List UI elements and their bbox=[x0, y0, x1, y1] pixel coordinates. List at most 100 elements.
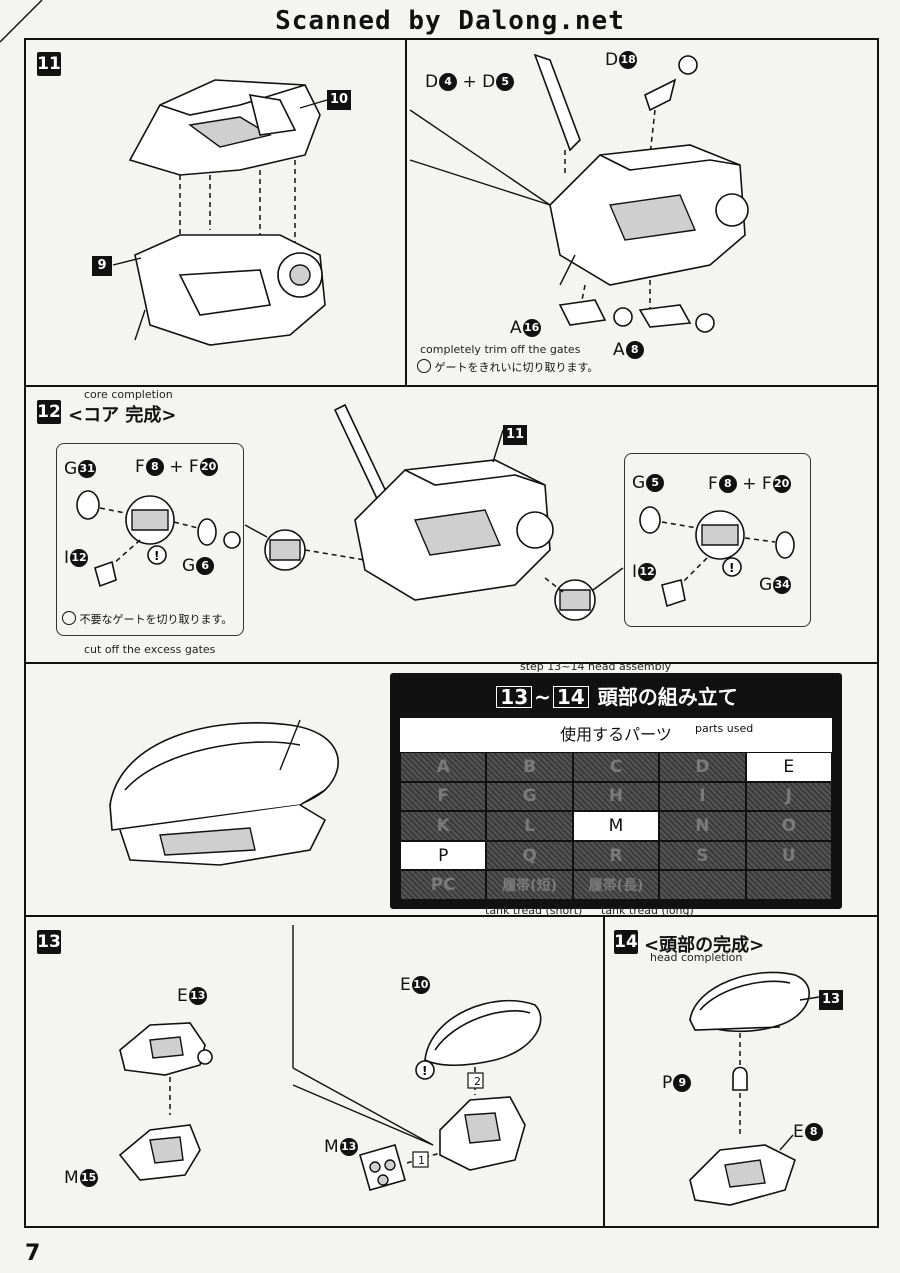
svg-text:!: ! bbox=[422, 1064, 427, 1078]
step11-right-illustration bbox=[409, 53, 749, 333]
divider-parts-13 bbox=[24, 915, 879, 917]
step14-illustration bbox=[689, 971, 820, 1206]
step-number-14: 14 bbox=[614, 930, 638, 954]
g5-part bbox=[639, 506, 661, 534]
parts-cell: H bbox=[572, 781, 660, 812]
lower-body-part bbox=[134, 234, 326, 346]
step12-title-jp: <コア 完成> bbox=[68, 405, 177, 426]
parts-cell: C bbox=[572, 752, 660, 782]
m13-part bbox=[359, 1144, 406, 1191]
note-excess-gates-en: cut off the excess gates bbox=[84, 643, 216, 656]
part-tag-13: 13 bbox=[819, 990, 844, 1010]
part-tag-9: 9 bbox=[92, 256, 112, 276]
g6-part bbox=[197, 518, 217, 546]
step-number-12: 12 bbox=[37, 400, 61, 424]
parts-cell: K bbox=[400, 811, 487, 841]
step13-right-illustration: ! bbox=[359, 999, 542, 1191]
upper-armor-part bbox=[128, 79, 321, 176]
head-canopy-assembly bbox=[689, 971, 810, 1033]
parts-cell: 履帯(長) bbox=[572, 870, 660, 900]
divider-13-14 bbox=[603, 915, 605, 1228]
tread-short-en: tank tread (short) bbox=[485, 904, 583, 917]
g31-part bbox=[76, 490, 100, 520]
divider-12-parts bbox=[24, 662, 879, 664]
a16-part bbox=[558, 299, 607, 326]
tread-long-en: tank tread (long) bbox=[601, 904, 694, 917]
d18-part bbox=[644, 78, 677, 112]
part-tag-11: 11 bbox=[503, 425, 528, 445]
step14-title-en: head completion bbox=[650, 951, 743, 964]
e10-canopy-part bbox=[424, 999, 542, 1066]
parts-cell: L bbox=[486, 811, 573, 841]
step13-separator bbox=[292, 925, 434, 1146]
parts-cell: S bbox=[659, 840, 746, 871]
i12-part bbox=[94, 560, 117, 588]
caution-icon bbox=[722, 557, 742, 577]
step12-left-inset bbox=[56, 443, 244, 636]
order-2-box bbox=[467, 1072, 484, 1089]
parts-cell: P bbox=[400, 840, 487, 871]
page-number: 7 bbox=[25, 1241, 41, 1266]
corner-fold-line bbox=[0, 0, 43, 43]
parts-cell: R bbox=[572, 840, 660, 871]
divider-11-12 bbox=[24, 385, 879, 387]
caution-icon bbox=[147, 545, 167, 565]
step13-left-illustration bbox=[118, 1022, 213, 1181]
order-1-label: 1 bbox=[418, 1154, 425, 1167]
step-number-13: 13 bbox=[37, 930, 61, 954]
gate-icon bbox=[678, 55, 698, 75]
step12-right-inset bbox=[624, 453, 811, 627]
parts-cell bbox=[659, 870, 746, 900]
gate-icon bbox=[62, 611, 76, 625]
parts-cell: O bbox=[745, 811, 832, 841]
d4-d5-blade-part bbox=[533, 53, 581, 152]
step14-title-jp: <頭部の完成> bbox=[644, 935, 765, 956]
parts-cell bbox=[745, 870, 832, 900]
parts-cell: E bbox=[745, 752, 832, 782]
note-excess-gates-jp: 不要なゲートを切り取ります。 bbox=[62, 611, 232, 627]
gate-icon bbox=[417, 359, 431, 373]
parts-table-title: 使用するパーツ parts used bbox=[400, 718, 832, 753]
parts-panel-heading: 13~14 頭部の組み立て bbox=[390, 681, 842, 710]
a8-part bbox=[638, 304, 692, 328]
page-frame bbox=[24, 38, 879, 1228]
parts-cell: B bbox=[486, 752, 573, 782]
leader-9 bbox=[112, 257, 142, 266]
parts-cell: M bbox=[572, 811, 660, 841]
parts-cell: G bbox=[486, 781, 573, 812]
part-tag-10: 10 bbox=[327, 90, 352, 110]
order-1-box bbox=[412, 1151, 429, 1168]
p9-part bbox=[732, 1066, 748, 1091]
g34-part bbox=[775, 531, 795, 559]
gate-icon bbox=[613, 307, 633, 327]
parts-cell: Q bbox=[486, 840, 573, 871]
parts-cell: I bbox=[659, 781, 746, 812]
step12-left-parts: ! bbox=[76, 490, 241, 588]
parts-cell: 履帯(短) bbox=[486, 870, 573, 900]
parts-cell: PC bbox=[400, 870, 487, 900]
note-trim-gates-en: completely trim off the gates bbox=[420, 343, 581, 356]
step12-title-en: core completion bbox=[84, 388, 173, 401]
i12-part bbox=[661, 579, 686, 608]
order-2-label: 2 bbox=[474, 1075, 481, 1088]
divider-step11 bbox=[405, 38, 407, 385]
svg-text:!: ! bbox=[154, 549, 159, 563]
